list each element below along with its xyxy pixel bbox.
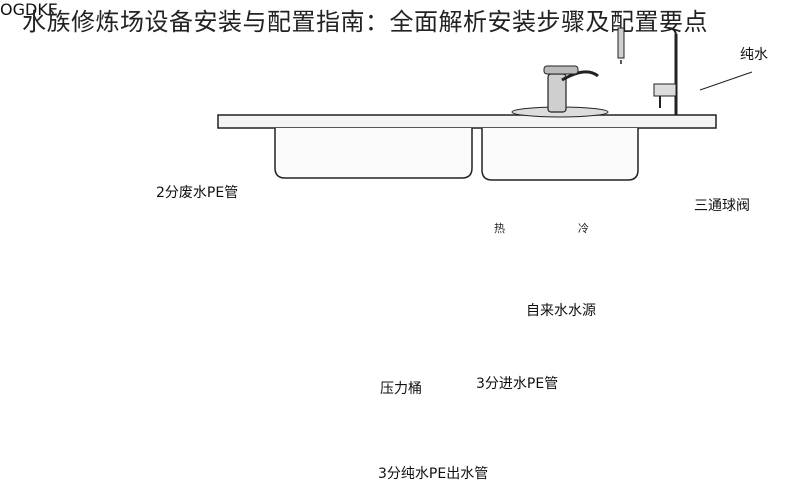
label-three-way-valve: 三通球阀 <box>694 198 750 214</box>
label-hot: 热 <box>494 222 505 235</box>
kitchen-faucet <box>511 65 609 118</box>
tap-source-leader: OGDKE 纯水 2分废水PE管 三通球阀 热 冷 自来水水源 压力桶 3分进水… <box>0 0 768 482</box>
tank-leader: OGDKE 纯水 2分废水PE管 三通球阀 热 冷 自来水水源 压力桶 3分进水… <box>0 0 768 482</box>
label-waste-pipe: 2分废水PE管 <box>156 185 239 201</box>
label-cold: 冷 <box>578 222 589 235</box>
pure-water-faucet <box>617 27 678 115</box>
label-pure-water: 纯水 <box>740 47 768 63</box>
sink-basin-left <box>274 128 473 179</box>
inlet-leader: OGDKE 纯水 2分废水PE管 三通球阀 热 冷 自来水水源 压力桶 3分进水… <box>0 0 768 482</box>
label-outlet-pipe: 3分纯水PE出水管 <box>378 466 489 482</box>
label-pressure-tank: 压力桶 <box>380 381 422 397</box>
page-title: 水族修炼场设备安装与配置指南：全面解析安装步骤及配置要点 <box>22 8 708 36</box>
pure-water-leader <box>699 71 753 91</box>
countertop <box>217 114 717 129</box>
sink-basin-right <box>481 128 639 181</box>
ro-filter-machine: OGDKE <box>0 0 58 19</box>
machine-brand-label: OGDKE <box>0 0 58 19</box>
label-tap-water-source: 自来水水源 <box>526 303 596 319</box>
outlet-leader: OGDKE 纯水 2分废水PE管 三通球阀 热 冷 自来水水源 压力桶 3分进水… <box>0 0 768 482</box>
label-inlet-pipe: 3分进水PE管 <box>476 376 559 392</box>
